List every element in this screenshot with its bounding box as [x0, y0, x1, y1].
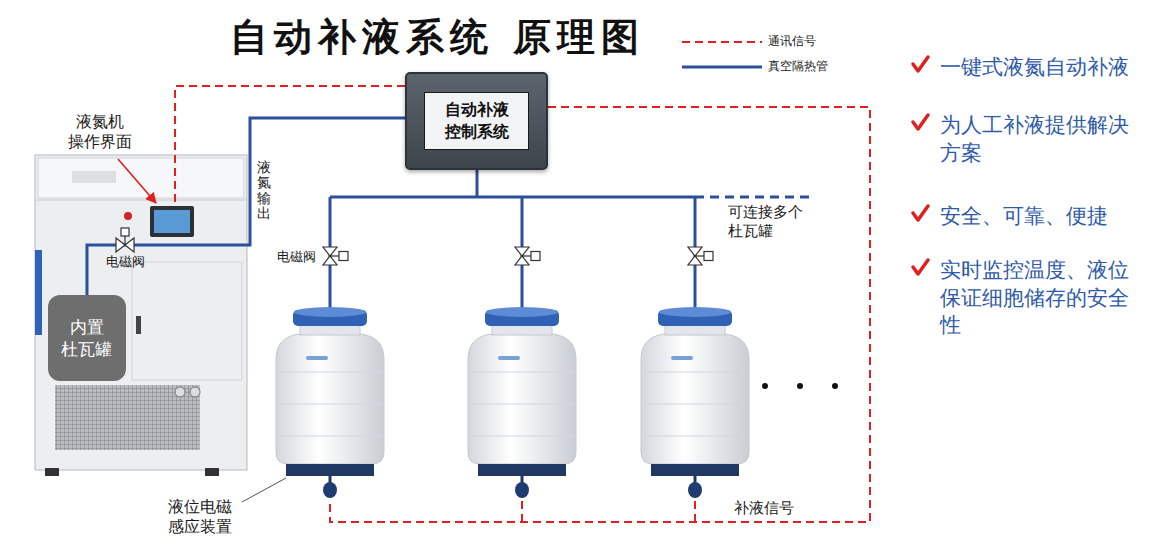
valve-symbol: [116, 238, 125, 252]
legend-text: 真空隔热管: [768, 59, 828, 74]
legend-sample: [682, 66, 762, 69]
legend-sample: [682, 41, 762, 43]
dewar-tank: [468, 307, 576, 498]
insulated-pipe: [476, 170, 479, 197]
leader-line: [242, 478, 286, 502]
nitrogen-machine: [190, 387, 200, 397]
control-screen: 自动补液 控制系统: [405, 72, 548, 170]
node-text: 内置 杜瓦罐: [60, 316, 114, 360]
nitrogen-machine: [45, 468, 59, 476]
dewar-tank: [276, 307, 384, 498]
feature-bullet: 一键式液氮自动补液: [940, 54, 1138, 82]
insulated-pipe: [695, 196, 815, 199]
nitrogen-machine: [124, 212, 132, 220]
check-mark: [913, 260, 928, 274]
leader-arrow: [118, 159, 156, 203]
edge-label: 液氮输出: [257, 160, 271, 222]
nitrogen-machine: [55, 385, 200, 450]
signal-line: [694, 499, 696, 522]
valve-label: 电磁阀: [106, 254, 145, 270]
valve-symbol: [124, 236, 125, 245]
node-text: 自动补液 控制系统: [424, 92, 529, 149]
valve-symbol: [121, 228, 129, 236]
callout-label: 液氮机 操作界面: [66, 112, 133, 152]
nitrogen-machine: [205, 468, 219, 476]
nitrogen-machine: [132, 262, 242, 380]
nitrogen-machine: [35, 200, 247, 201]
feature-bullet: 为人工补液提供解决方案: [940, 112, 1138, 167]
legend-sample: [682, 42, 762, 67]
diagram-title: 自动补液系统 原理图: [230, 14, 645, 62]
nitrogen-machine: [72, 171, 116, 183]
valve-symbol: [125, 238, 134, 252]
insulated-pipe: [330, 170, 815, 312]
nitrogen-machine: [35, 250, 42, 335]
dewar-tank: [641, 307, 749, 498]
signal-line: [521, 499, 523, 522]
note-label: 可连接多个 杜瓦罐: [728, 203, 806, 241]
ellipsis-dots: [762, 383, 838, 389]
nitrogen-machine: [35, 155, 247, 470]
inner-dewar-box: 内置 杜瓦罐: [48, 295, 126, 381]
valve-symbol: [515, 247, 540, 265]
check-mark: [913, 206, 928, 220]
nitrogen-machine: [35, 155, 247, 476]
nitrogen-machine: [154, 210, 190, 233]
nitrogen-machine: [150, 206, 194, 237]
valve-symbol: [688, 247, 713, 265]
feature-bullet: 安全、可靠、便捷: [940, 203, 1138, 231]
ellipsis-dots: [797, 383, 803, 389]
ellipsis-dots: [832, 383, 838, 389]
check-mark: [913, 57, 928, 274]
ellipsis-dots: [762, 383, 768, 389]
insulated-pipe: [330, 196, 695, 199]
nitrogen-machine: [175, 387, 185, 397]
insulated-pipe: [87, 118, 405, 295]
nitrogen-machine: [136, 316, 141, 334]
legend-text: 通讯信号: [768, 34, 816, 49]
valve-label: 电磁阀: [277, 249, 316, 265]
signal-label: 补液信号: [732, 499, 796, 518]
nitrogen-machine: [38, 158, 244, 198]
valve-symbol: [116, 228, 134, 252]
callout-label: 液位电磁 感应装置: [166, 497, 233, 537]
signal-line: [175, 86, 405, 205]
check-mark: [913, 57, 928, 71]
valve-symbol: [323, 247, 348, 265]
feature-bullet: 实时监控温度、液位保证细胞储存的安全性: [940, 257, 1138, 340]
check-mark: [913, 115, 928, 129]
